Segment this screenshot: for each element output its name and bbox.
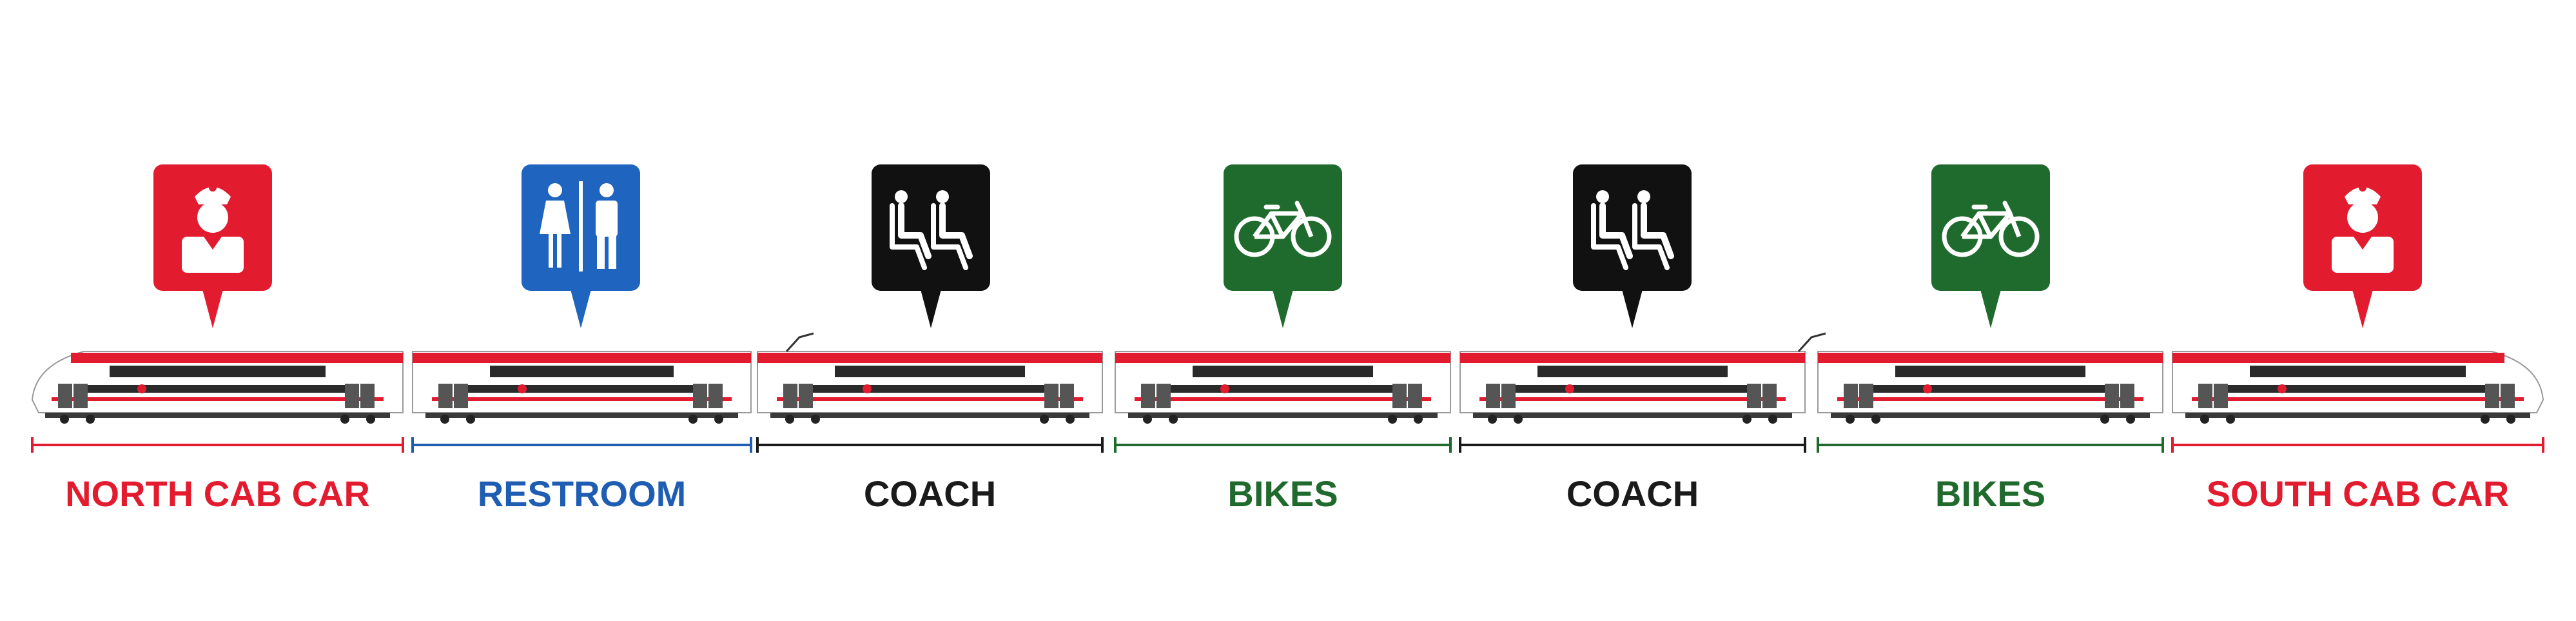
train-car-5 — [1459, 351, 1806, 424]
restroom-pin-2 — [522, 164, 640, 328]
train-car-3 — [757, 351, 1103, 424]
train-car-1 — [31, 351, 404, 424]
car-bracket-3 — [756, 437, 1104, 453]
bike-icon — [1234, 201, 1332, 257]
pin-layer — [153, 164, 2422, 328]
car-bracket-6 — [1817, 437, 2164, 453]
train-car-4 — [1115, 351, 1451, 424]
conductor-pin-1 — [153, 164, 272, 328]
car-bracket-1 — [31, 437, 404, 453]
seats-icon — [890, 190, 973, 270]
bike-pin-6 — [1931, 164, 2050, 328]
train-car-7 — [2172, 351, 2544, 424]
bike-pin-4 — [1224, 164, 1342, 328]
bracket-layer — [31, 437, 2544, 453]
train-layer — [31, 332, 2544, 424]
car-bracket-7 — [2171, 437, 2544, 453]
label-layer: NORTH CAB CAR RESTROOM COACH BIKES COACH BIKE… — [65, 473, 2509, 514]
car-bracket-5 — [1459, 437, 1806, 453]
conductor-icon — [2332, 184, 2394, 273]
car-label-7: SOUTH CAB CAR — [2207, 473, 2510, 514]
seats-icon — [1591, 190, 1674, 270]
car-bracket-2 — [411, 437, 752, 453]
bike-icon — [1942, 201, 2040, 257]
car-label-2: RESTROOM — [478, 473, 687, 514]
train-car-2 — [412, 351, 752, 424]
car-label-4: BIKES — [1227, 473, 1338, 514]
car-label-3: COACH — [864, 473, 996, 514]
conductor-icon — [182, 184, 244, 273]
car-label-1: NORTH CAB CAR — [65, 473, 370, 514]
restroom-icon — [540, 181, 618, 271]
seats-pin-5 — [1573, 164, 1692, 328]
train-car-6 — [1817, 351, 2163, 424]
car-label-6: BIKES — [1935, 473, 2045, 514]
car-label-5: COACH — [1566, 473, 1699, 514]
seats-pin-3 — [872, 164, 990, 328]
car-bracket-4 — [1114, 437, 1452, 453]
conductor-pin-7 — [2303, 164, 2422, 328]
